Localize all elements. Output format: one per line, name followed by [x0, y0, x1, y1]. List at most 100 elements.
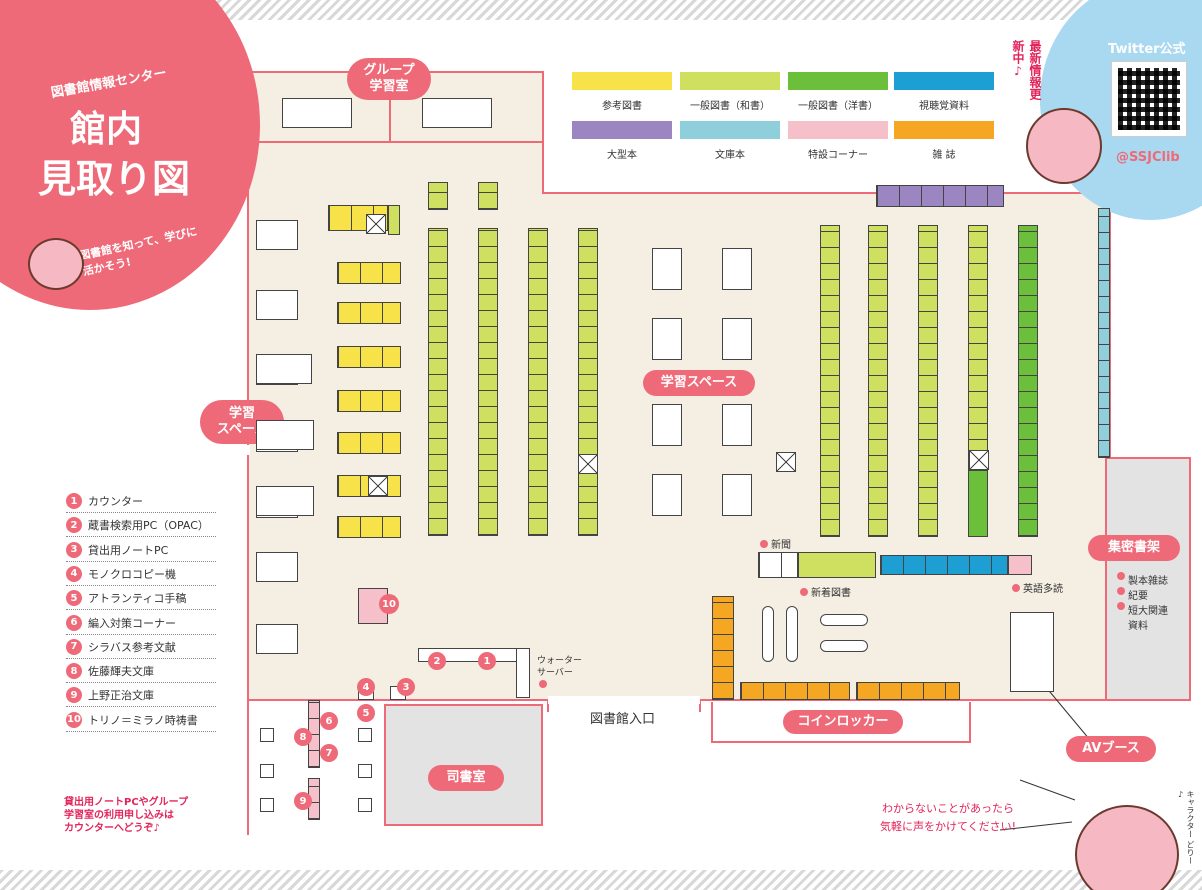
table — [652, 404, 682, 446]
bookshelf — [337, 432, 401, 454]
closed-stacks-item: 製本雑誌 — [1117, 572, 1168, 587]
table — [256, 420, 314, 450]
counter — [516, 648, 530, 698]
color-key-swatch — [788, 72, 888, 90]
legend-number: 7 — [66, 638, 82, 655]
bookshelf — [968, 470, 988, 537]
desk — [358, 764, 372, 778]
color-key-swatch — [788, 121, 888, 139]
bookshelf — [337, 262, 401, 284]
bookshelf — [337, 302, 401, 324]
update-note: 最新情報更新中♪ — [1011, 40, 1042, 100]
study-space-center-label: 学習スペース — [643, 370, 755, 396]
location-number-marker: 8 — [294, 728, 312, 746]
librarian-room-label: 司書室 — [428, 765, 504, 791]
table — [256, 354, 312, 384]
av-booth-label: AVブース — [1066, 736, 1156, 762]
bookshelf — [798, 552, 876, 578]
seat — [820, 640, 868, 652]
legend-label: 編入対策コーナー — [88, 616, 176, 630]
table — [256, 552, 298, 582]
color-key-label: 特設コーナー — [808, 150, 868, 161]
mascot-icon — [28, 238, 84, 290]
closed-stacks-label: 集密書架 — [1088, 535, 1180, 561]
location-number-marker: 2 — [428, 652, 446, 670]
desk — [260, 798, 274, 812]
color-key-label: 参考図書 — [602, 101, 642, 112]
table — [256, 290, 298, 320]
newspaper-label: 新聞 — [760, 536, 791, 551]
pillar-icon — [776, 452, 796, 472]
location-number-marker: 3 — [397, 678, 415, 696]
bookshelf — [758, 552, 798, 578]
bookshelf — [880, 555, 1008, 575]
seat — [786, 606, 798, 662]
top-stripe — [0, 0, 1202, 20]
bookshelf — [918, 225, 938, 537]
legend-number: 3 — [66, 541, 82, 558]
desk — [358, 798, 372, 812]
closed-stacks-item: 紀要 — [1117, 587, 1148, 602]
water-server-dot — [539, 680, 547, 688]
legend-number: 8 — [66, 663, 82, 680]
bookshelf — [388, 205, 400, 235]
table — [282, 98, 352, 128]
table — [256, 624, 298, 654]
bookshelf — [478, 228, 498, 536]
location-number-marker: 1 — [478, 652, 496, 670]
legend-number: 2 — [66, 517, 82, 534]
location-number-marker: 5 — [357, 704, 375, 722]
bookshelf — [820, 225, 840, 537]
legend-number: 5 — [66, 590, 82, 607]
bookshelf — [1018, 225, 1038, 537]
bookshelf — [337, 346, 401, 368]
usage-note: 貸出用ノートPCやグループ 学習室の利用申し込みは カウンターへどうぞ♪ — [64, 797, 189, 834]
bookshelf — [428, 228, 448, 536]
av-booth — [1010, 612, 1054, 692]
color-key-swatch — [572, 72, 672, 90]
page-title-line1: 館内 — [70, 109, 143, 150]
color-key-swatch — [680, 72, 780, 90]
mascot-twitter-icon — [1026, 108, 1102, 184]
legend-label: カウンター — [88, 495, 143, 508]
bookshelf — [856, 682, 960, 700]
qr-code-icon[interactable] — [1111, 61, 1187, 137]
bookshelf — [876, 185, 1004, 207]
table — [722, 318, 752, 360]
table — [722, 404, 752, 446]
desk — [260, 728, 274, 742]
color-key-swatch — [894, 121, 994, 139]
bookshelf — [337, 390, 401, 412]
bottom-stripe — [0, 870, 1202, 890]
legend-item: 5 アトランティコ手稿 — [66, 587, 216, 611]
table — [652, 318, 682, 360]
color-key-label: 視聴覚資料 — [919, 101, 969, 112]
location-number-marker: 9 — [294, 792, 312, 810]
bookshelf — [868, 225, 888, 537]
legend-item: 8 佐藤輝夫文庫 — [66, 660, 216, 684]
new-books-label: 新着図書 — [800, 584, 851, 599]
legend-number: 9 — [66, 687, 82, 704]
legend-label: 佐藤輝夫文庫 — [88, 665, 154, 679]
desk — [260, 764, 274, 778]
legend-label: アトランティコ手稿 — [88, 592, 187, 606]
color-key-label: 一般図書（洋書） — [798, 101, 878, 112]
bookshelf — [337, 516, 401, 538]
bookshelf — [478, 182, 498, 210]
bookshelf — [428, 182, 448, 210]
color-key-label: 一般図書（和書） — [690, 101, 770, 112]
pillar-icon — [366, 214, 386, 234]
twitter-handle[interactable]: @SSJClib — [1116, 150, 1180, 165]
seat — [820, 614, 868, 626]
table — [722, 248, 752, 290]
color-key-swatch — [680, 121, 780, 139]
legend-number: 1 — [66, 493, 82, 509]
color-key-label: 文庫本 — [715, 150, 745, 161]
water-server-label: ウォーター サーバー — [537, 656, 583, 678]
